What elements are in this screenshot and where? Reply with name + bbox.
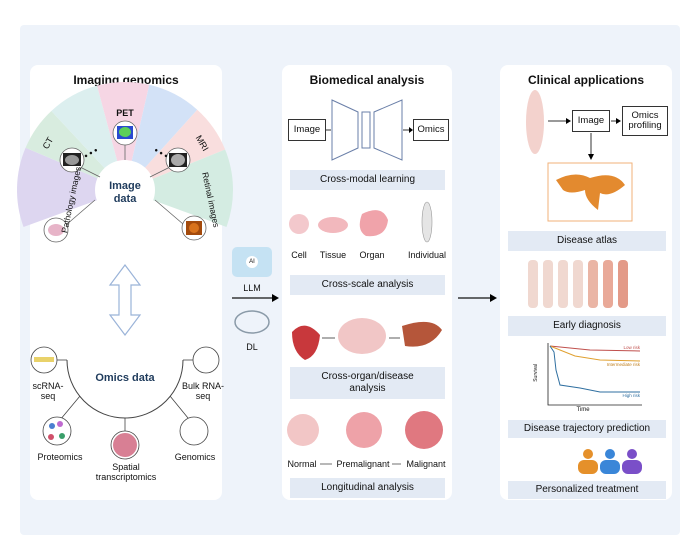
malignant-tissue-icon xyxy=(405,411,443,449)
dl-label: DL xyxy=(246,342,258,352)
image-box: Image xyxy=(572,110,610,132)
image-data-label: Image data xyxy=(109,180,141,205)
fan-sector-retinal xyxy=(125,149,234,227)
brain-circuit-icon xyxy=(234,310,270,334)
fan-sector-pathology xyxy=(17,147,125,227)
personalized-treatment-label: Personalized treatment xyxy=(508,481,666,499)
normal-tissue-icon xyxy=(287,414,319,446)
early-diagnosis-figures-icon xyxy=(528,260,628,308)
bulk-rna-label: Bulk RNA-seq xyxy=(182,381,225,402)
trajectory-label: Disease trajectory prediction xyxy=(508,420,666,438)
disease-atlas-label: Disease atlas xyxy=(508,231,666,251)
longitudinal-label: Longitudinal analysis xyxy=(290,478,445,498)
stage-normal: Normal xyxy=(287,459,317,469)
scale-cell: Cell xyxy=(291,250,307,260)
organ-icon xyxy=(359,210,388,237)
individual-icon xyxy=(421,201,433,243)
omics-arc xyxy=(66,359,184,419)
genomics-label: Genomics xyxy=(174,452,216,462)
pet-label: PET xyxy=(116,108,134,118)
ai-badge: AI xyxy=(249,259,255,265)
spatial-label: Spatial transcriptomics xyxy=(95,462,157,483)
image-box: Image xyxy=(288,119,326,141)
cell-icon xyxy=(289,214,309,234)
cross-organ-label: Cross-organ/disease analysis xyxy=(290,367,445,399)
scale-tissue: Tissue xyxy=(319,250,347,260)
cross-scale-label: Cross-scale analysis xyxy=(290,275,445,295)
panel-title: Clinical applications xyxy=(527,73,645,87)
image-data-center xyxy=(95,160,155,220)
omics-data-label: Omics data xyxy=(95,372,155,384)
heart-icon xyxy=(292,325,320,360)
double-arrow-icon xyxy=(108,264,142,336)
legend-high-risk: High risk xyxy=(622,393,640,398)
x-axis-label: Time xyxy=(576,407,590,413)
omics-profiling-box: Omics profiling xyxy=(622,106,668,136)
survival-curve-1 xyxy=(549,345,641,362)
human-body-icon xyxy=(526,90,544,154)
brain-icon xyxy=(338,318,386,354)
survival-curve-0 xyxy=(549,345,641,352)
legend-intermediate-risk: Intermediate risk xyxy=(606,362,640,367)
panel-title: Imaging genomics xyxy=(73,73,179,87)
chart-axes xyxy=(547,343,642,406)
premalignant-tissue-icon xyxy=(346,412,382,448)
fan-sector-ellipsis-right xyxy=(125,84,198,190)
y-axis-label: Survival xyxy=(533,363,540,382)
scale-individual: Individual xyxy=(407,250,447,260)
stage-premalignant: Premalignant xyxy=(336,459,390,469)
scale-organ: Organ xyxy=(359,250,385,260)
legend-low-risk: Low risk xyxy=(623,345,640,350)
cross-modal-label: Cross-modal learning xyxy=(290,170,445,190)
fan-sector-ellipsis-left xyxy=(51,85,125,190)
patients-pills-icon xyxy=(578,449,642,474)
panel-title: Biomedical analysis xyxy=(309,73,425,87)
tissue-icon xyxy=(318,217,348,233)
survival-chart xyxy=(547,343,642,406)
stage-malignant: Malignant xyxy=(406,459,446,469)
proteomics-label: Proteomics xyxy=(37,452,83,462)
early-diagnosis-label: Early diagnosis xyxy=(508,316,666,336)
encoder-decoder-icon xyxy=(331,99,403,161)
survival-curve-2 xyxy=(549,345,640,393)
llm-label: LLM xyxy=(243,283,261,293)
liver-icon xyxy=(402,321,442,347)
scrna-label: scRNA-seq xyxy=(32,381,64,402)
omics-box: Omics xyxy=(413,119,449,141)
